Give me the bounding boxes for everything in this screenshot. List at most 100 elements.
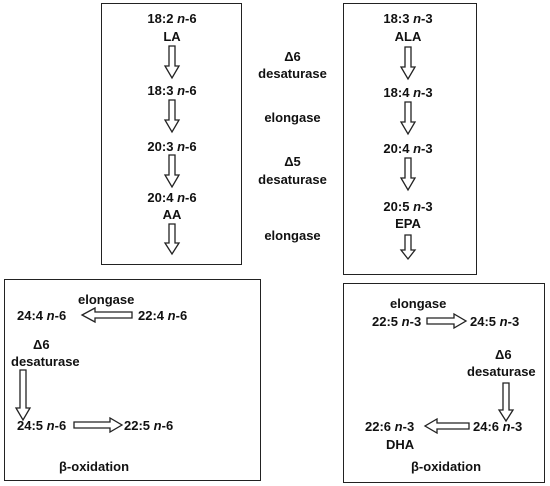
series-number: -3: [402, 419, 415, 434]
fatty-acid-24-4-n6: 24:4 n-6: [17, 308, 66, 323]
fatty-acid-dha: 22:6 n-3: [365, 419, 414, 434]
fatty-acid-22-4-n6: 22:4 n-6: [138, 308, 187, 323]
series-symbol: n: [413, 85, 422, 100]
series-symbol: n: [499, 314, 508, 329]
fatty-acid-aa: 20:4 n-6: [122, 190, 222, 205]
down-arrow-icon: [163, 45, 181, 80]
down-arrow-icon: [399, 46, 417, 81]
fatty-acid-24-5-n3: 24:5 n-3: [470, 314, 519, 329]
formula: 20:4: [147, 190, 174, 205]
fatty-acid-22-5-n6: 22:5 n-6: [124, 418, 173, 433]
right-arrow-icon: [426, 312, 468, 330]
fatty-acid-18-4-n3: 18:4 n-3: [358, 85, 458, 100]
fatty-acid-20-3-n6: 20:3 n-6: [122, 139, 222, 154]
formula: 24:5: [470, 314, 497, 329]
down-arrow-icon: [14, 369, 32, 422]
left-arrow-icon: [423, 417, 470, 435]
down-arrow-icon: [399, 157, 417, 192]
elongase-label: elongase: [264, 110, 321, 125]
omega6-retroconversion-box: [4, 279, 261, 481]
formula: 18:3: [383, 11, 410, 26]
series-symbol: n: [46, 418, 55, 433]
delta6-desaturase-label: desaturase: [258, 66, 327, 81]
aa-abbreviation: AA: [162, 207, 182, 222]
fatty-acid-22-5-n3: 22:5 n-3: [372, 314, 421, 329]
formula: 18:4: [383, 85, 410, 100]
fatty-acid-20-4-n3: 20:4 n-3: [358, 141, 458, 156]
series-symbol: n: [177, 190, 186, 205]
formula: 24:5: [17, 418, 44, 433]
series-symbol: n: [413, 11, 422, 26]
formula: 20:5: [383, 199, 410, 214]
series-number: -6: [54, 418, 67, 433]
formula: 24:6: [473, 419, 500, 434]
series-symbol: n: [153, 418, 162, 433]
down-arrow-icon: [399, 234, 417, 261]
delta6-symbol: Δ6: [33, 337, 50, 352]
series-symbol: n: [167, 308, 176, 323]
right-arrow-icon: [73, 416, 124, 434]
series-symbol: n: [46, 308, 55, 323]
fatty-acid-24-5-n6: 24:5 n-6: [17, 418, 66, 433]
delta5-desaturase-label: desaturase: [258, 172, 327, 187]
series-number: -6: [54, 308, 67, 323]
elongase-label: elongase: [264, 228, 321, 243]
down-arrow-icon: [399, 101, 417, 136]
fatty-acid-ala: 18:3 n-3: [358, 11, 458, 26]
series-number: -3: [409, 314, 422, 329]
formula: 18:2: [147, 11, 174, 26]
formula: 20:4: [383, 141, 410, 156]
delta6-desaturase-label: desaturase: [11, 354, 80, 369]
fatty-acid-epa: 20:5 n-3: [358, 199, 458, 214]
series-number: -3: [421, 199, 433, 214]
formula: 24:4: [17, 308, 44, 323]
series-number: -3: [421, 85, 433, 100]
beta-oxidation-label: β-oxidation: [411, 459, 482, 474]
formula: 22:5: [372, 314, 399, 329]
dha-abbreviation: DHA: [386, 437, 415, 452]
delta5-symbol: Δ5: [284, 154, 301, 169]
series-symbol: n: [413, 141, 422, 156]
fatty-acid-18-3-n6: 18:3 n-6: [122, 83, 222, 98]
series-number: -6: [185, 83, 197, 98]
epa-abbreviation: EPA: [395, 216, 421, 231]
la-abbreviation: LA: [163, 29, 181, 44]
series-number: -6: [185, 190, 197, 205]
omega3-chain-box: [343, 3, 477, 275]
beta-oxidation-label: β-oxidation: [59, 459, 130, 474]
formula: 20:3: [147, 139, 174, 154]
series-symbol: n: [394, 419, 403, 434]
formula: 22:4: [138, 308, 165, 323]
delta6-symbol: Δ6: [495, 347, 512, 362]
series-symbol: n: [177, 139, 186, 154]
omega6-chain-box: [101, 3, 242, 265]
delta6-symbol: Δ6: [284, 49, 301, 64]
series-symbol: n: [401, 314, 410, 329]
omega3-retroconversion-box: [343, 283, 545, 483]
down-arrow-icon: [163, 99, 181, 134]
series-number: -3: [421, 141, 433, 156]
series-symbol: n: [177, 11, 186, 26]
series-number: -6: [185, 139, 197, 154]
series-symbol: n: [502, 419, 511, 434]
fatty-acid-24-6-n3: 24:6 n-3: [473, 419, 522, 434]
series-number: -3: [421, 11, 433, 26]
down-arrow-icon: [163, 223, 181, 256]
series-symbol: n: [177, 83, 186, 98]
formula: 22:6: [365, 419, 392, 434]
elongase-label: elongase: [78, 292, 135, 307]
formula: 18:3: [147, 83, 174, 98]
fatty-acid-la: 18:2 n-6: [122, 11, 222, 26]
down-arrow-icon: [497, 382, 515, 423]
series-number: -3: [510, 419, 523, 434]
series-symbol: n: [413, 199, 422, 214]
down-arrow-icon: [163, 154, 181, 189]
series-number: -3: [507, 314, 520, 329]
series-number: -6: [185, 11, 197, 26]
left-arrow-icon: [80, 306, 133, 324]
delta6-desaturase-label: desaturase: [467, 364, 536, 379]
ala-abbreviation: ALA: [394, 29, 422, 44]
series-number: -6: [175, 308, 188, 323]
